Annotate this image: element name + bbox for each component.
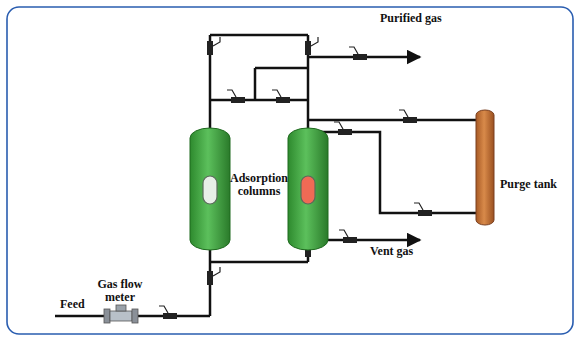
node-label: Purge tank xyxy=(500,178,568,191)
outlet-label: Vent gas xyxy=(370,245,440,258)
valves xyxy=(159,37,432,319)
adsorption-column-left xyxy=(190,128,230,250)
column-label: Adsorption columns xyxy=(229,172,289,198)
tank-node: Purge tank xyxy=(500,178,568,191)
outlet-label: Purified gas xyxy=(380,12,470,25)
frame xyxy=(7,7,573,334)
adsorption-column-right xyxy=(288,128,328,250)
purge-tank-body xyxy=(476,110,494,225)
gas-flow-meter-body xyxy=(104,305,138,323)
pipes xyxy=(55,35,476,316)
flow-meter-node: Gas flow meter xyxy=(88,278,152,304)
node-label: Gas flow meter xyxy=(88,278,152,304)
inlet-label: Feed xyxy=(60,298,100,311)
